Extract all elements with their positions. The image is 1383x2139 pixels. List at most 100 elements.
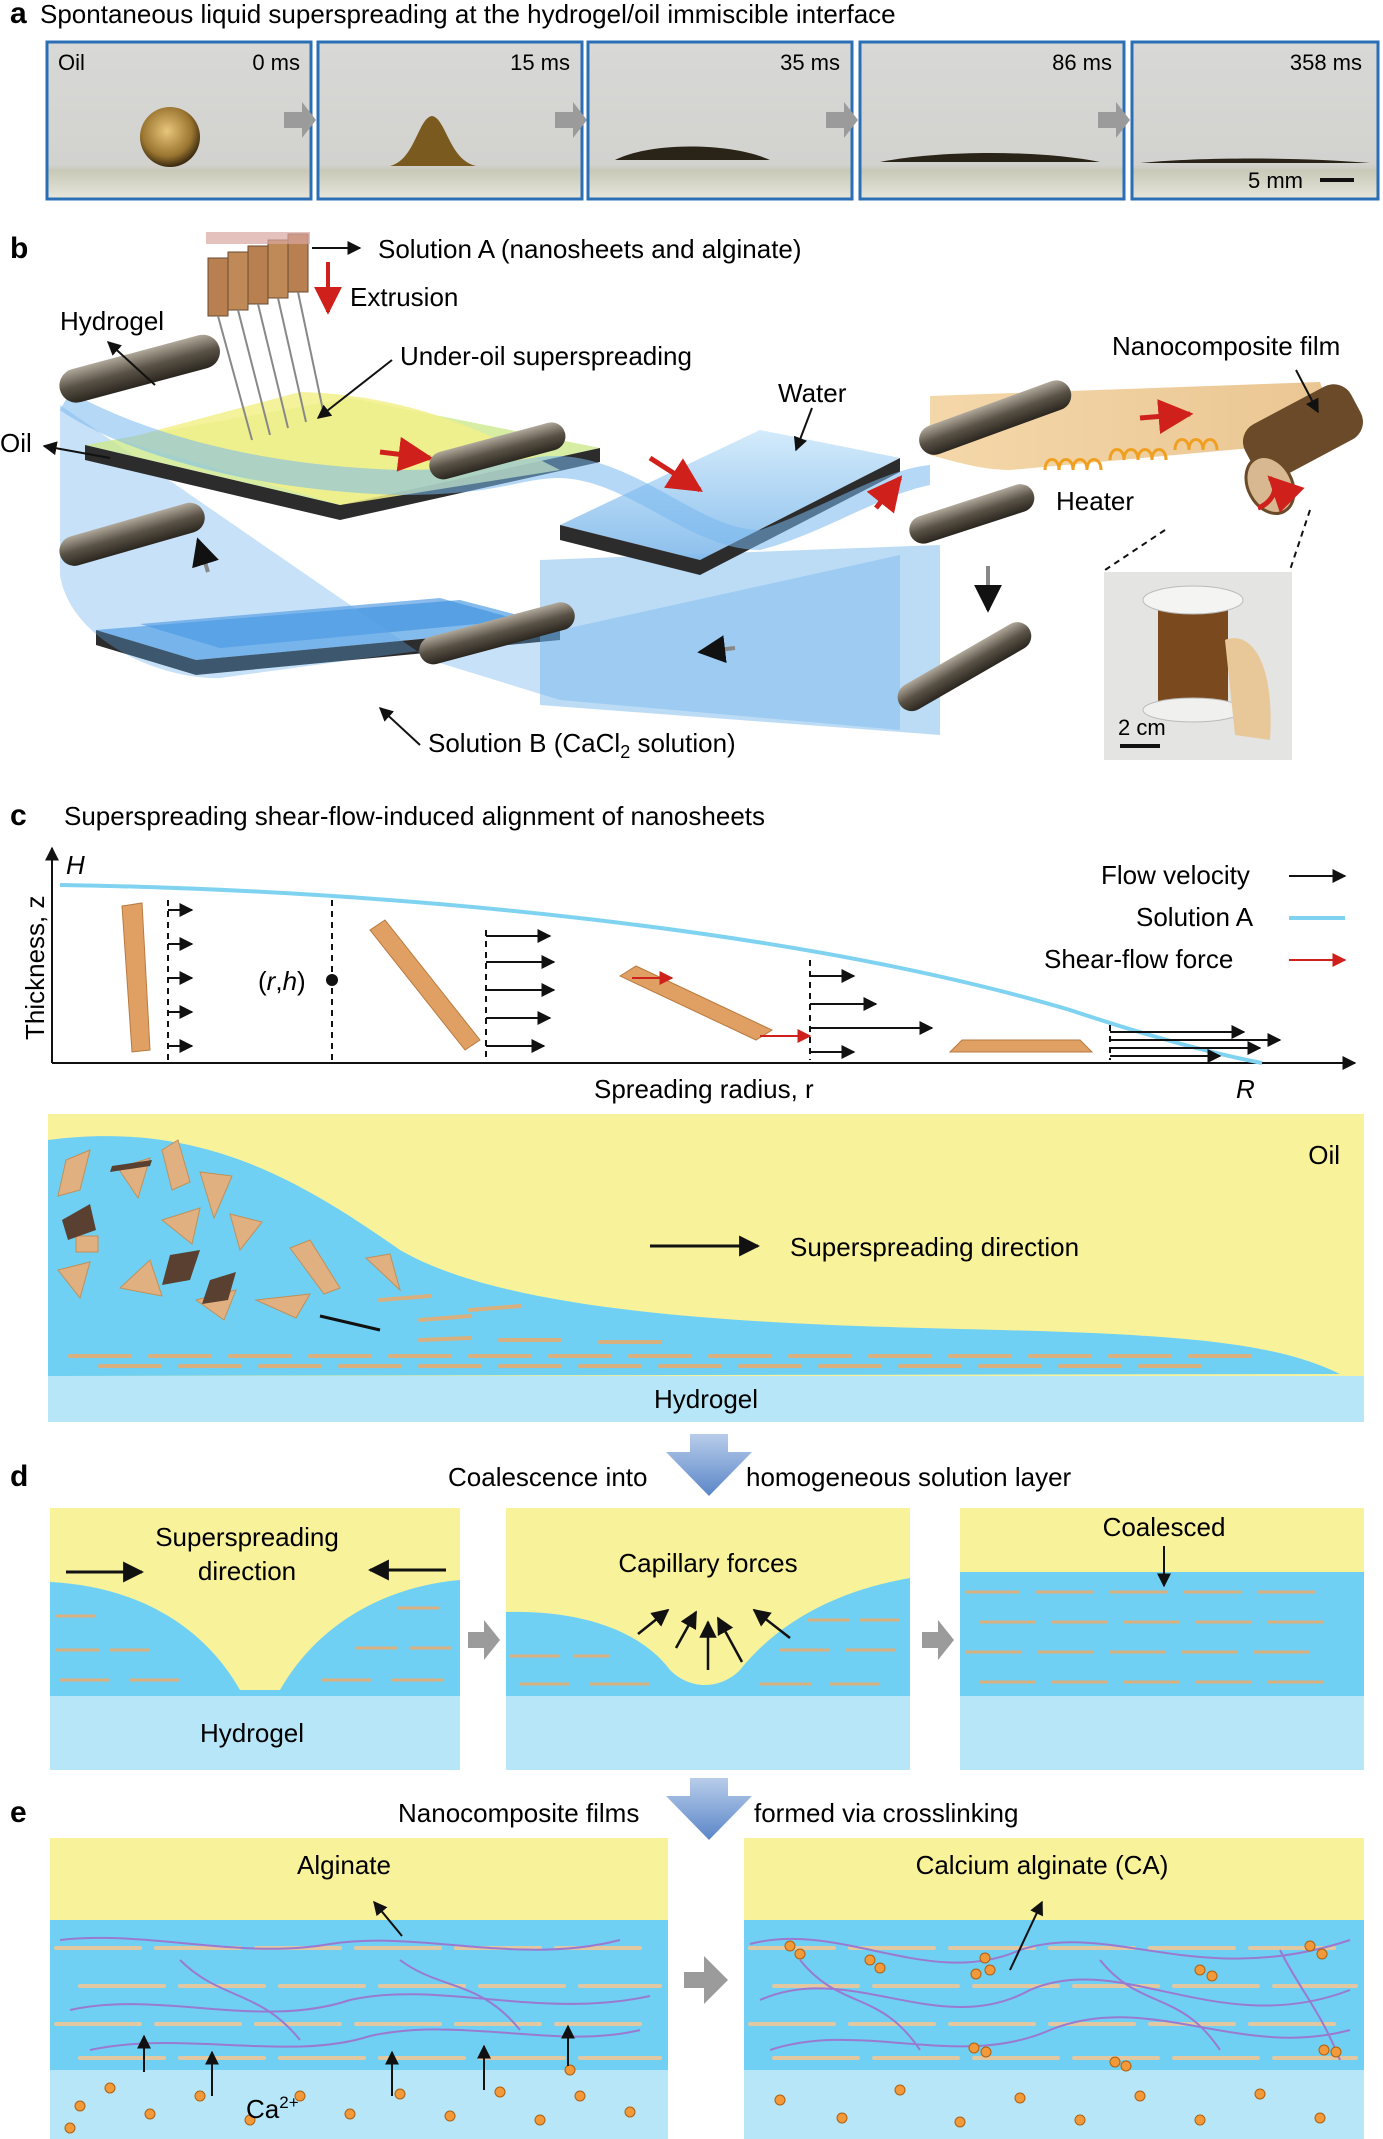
water-tray-rim xyxy=(560,458,900,575)
d-panel-3: Coalesced xyxy=(960,1508,1364,1770)
up-arrow xyxy=(192,537,219,573)
belt-main xyxy=(60,392,930,550)
panel-c-label: c xyxy=(10,799,27,832)
panel-d-label: d xyxy=(10,1460,28,1493)
legend-shear-force: Shear-flow force xyxy=(1044,944,1233,974)
nanosheet-2 xyxy=(369,919,481,1051)
film-arrow xyxy=(1139,399,1194,434)
panel-d-title-right: homogeneous solution layer xyxy=(746,1462,1072,1492)
frame-5-time: 358 ms xyxy=(1290,50,1362,75)
arrow-e xyxy=(684,1956,728,2004)
label-direction: Superspreading direction xyxy=(790,1232,1079,1262)
hydrogel-layer xyxy=(48,1376,1364,1422)
frame-1: Oil 0 ms xyxy=(45,40,313,201)
panel-e-title-left: Nanocomposite films xyxy=(398,1798,639,1828)
scale-bar-label: 5 mm xyxy=(1248,168,1303,193)
nanosheet-1 xyxy=(121,902,151,1053)
arrow-a1-shape xyxy=(284,102,316,138)
label-alginate: Alginate xyxy=(297,1850,391,1880)
label-oil-c: Oil xyxy=(1308,1140,1340,1170)
x-axis-label: Spreading radius, r xyxy=(594,1074,814,1104)
label-coalesced: Coalesced xyxy=(1103,1512,1226,1542)
bath-b-inner xyxy=(140,598,520,648)
arrow-a4 xyxy=(1098,102,1130,138)
label-direction-d: direction xyxy=(198,1556,296,1586)
arrow-d2 xyxy=(922,1620,954,1660)
label-R: R xyxy=(1236,1074,1255,1104)
nanosheet-3 xyxy=(618,965,774,1041)
frame-2-time: 15 ms xyxy=(510,50,570,75)
syringes xyxy=(206,232,325,441)
panel-e: e Nanocomposite films formed via crossli… xyxy=(10,1778,1364,2139)
panel-d: d Coalescence into homogeneous solution … xyxy=(10,1434,1364,1770)
e-panel-1: Alginate Ca2+ xyxy=(50,1838,668,2139)
water-curtain-right xyxy=(540,545,940,735)
label-heater: Heater xyxy=(1056,486,1134,516)
label-water: Water xyxy=(778,378,847,408)
d-panel-2: Capillary forces xyxy=(506,1508,910,1770)
label-solution-b: Solution B (CaCl2 solution) xyxy=(428,728,736,762)
droplet xyxy=(140,107,200,167)
droplet-flat xyxy=(615,146,770,160)
down-arrow-d xyxy=(666,1434,752,1496)
arrow-a3 xyxy=(826,102,858,138)
legend-solution-a: Solution A xyxy=(1136,902,1254,932)
y-axis-label: Thickness, z xyxy=(20,896,50,1041)
label-capillary: Capillary forces xyxy=(618,1548,797,1578)
flow-arrow-3 xyxy=(866,475,903,514)
point-rh xyxy=(326,974,338,986)
label-ca-ion: Ca2+ xyxy=(246,2093,299,2124)
label-solution-a: Solution A (nanosheets and alginate) xyxy=(378,234,802,264)
arrow-d1 xyxy=(468,1620,500,1660)
label-oil: Oil xyxy=(0,428,32,458)
frame-1-medium: Oil xyxy=(58,50,85,75)
flow-arrow-1 xyxy=(379,436,434,472)
panel-e-title-right: formed via crosslinking xyxy=(754,1798,1018,1828)
frame-4: 86 ms xyxy=(858,40,1126,201)
label-hydrogel-d: Hydrogel xyxy=(200,1718,304,1748)
spread-illustration: Oil Superspreading direction Hydrogel xyxy=(48,1114,1364,1422)
frame-4-time: 86 ms xyxy=(1052,50,1112,75)
panel-a-label: a xyxy=(10,0,27,30)
photo-scale-label: 2 cm xyxy=(1118,715,1166,740)
photo-inset: 2 cm xyxy=(1104,509,1311,760)
panel-c-title: Superspreading shear-flow-induced alignm… xyxy=(64,801,765,831)
solution-wedge xyxy=(48,1136,1340,1376)
film-thin xyxy=(880,153,1100,162)
flow-arrow-2 xyxy=(648,455,703,493)
down-arrow-e xyxy=(666,1778,752,1840)
frame-5: 358 ms 5 mm xyxy=(1130,40,1380,201)
panel-a-title: Spontaneous liquid superspreading at the… xyxy=(40,0,896,29)
frame-3-time: 35 ms xyxy=(780,50,840,75)
label-film: Nanocomposite film xyxy=(1112,331,1340,361)
frame-2: 15 ms xyxy=(316,40,584,201)
label-superspreading: Superspreading xyxy=(155,1522,339,1552)
panel-b: b xyxy=(0,232,1363,762)
panel-d-title-left: Coalescence into xyxy=(448,1462,647,1492)
solution-profile xyxy=(59,883,1263,1065)
return-arrow xyxy=(697,635,736,664)
heater-coils xyxy=(1043,438,1219,471)
label-hydrogel-c: Hydrogel xyxy=(654,1384,758,1414)
d-panel-1: Superspreading direction Hydrogel xyxy=(50,1508,460,1770)
nanosheet-4 xyxy=(948,1039,1094,1053)
legend-flow-velocity: Flow velocity xyxy=(1101,860,1250,890)
label-rh: (r,h) xyxy=(258,966,306,996)
water-curtain-left xyxy=(60,405,900,730)
label-extrusion: Extrusion xyxy=(350,282,458,312)
droplet-spreading xyxy=(390,116,476,166)
panel-b-label: b xyxy=(10,232,28,265)
velocity-arrows xyxy=(168,903,1282,1063)
label-hydrogel: Hydrogel xyxy=(60,306,164,336)
label-under-oil: Under-oil superspreading xyxy=(400,341,692,371)
e-panel-2: Calcium alginate (CA) xyxy=(744,1838,1364,2139)
label-H: H xyxy=(66,850,85,880)
scale-bar xyxy=(1320,178,1354,182)
spool-arrow xyxy=(1257,475,1305,513)
arrow-a2 xyxy=(555,102,587,138)
label-ca-alginate: Calcium alginate (CA) xyxy=(916,1850,1169,1880)
panel-a: a Spontaneous liquid superspreading at t… xyxy=(10,0,1380,201)
panel-c: c Superspreading shear-flow-induced alig… xyxy=(10,799,1364,1422)
film-final xyxy=(1140,158,1370,163)
